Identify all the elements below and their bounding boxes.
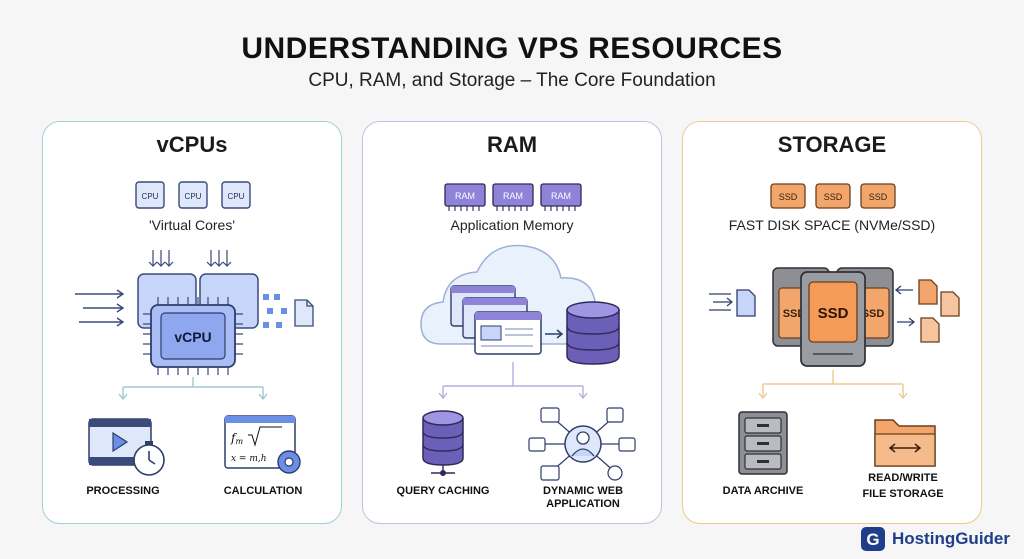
ssd-drive-stack-icon: SSD SSD SSD (772, 267, 894, 367)
ram-stick-icon: RAM (444, 183, 486, 211)
vcpu-core-label: vCPU (174, 329, 211, 345)
vcpu-panel: vCPUs CPU CPU CPU (42, 121, 342, 524)
ssd-chip-icon: SSD (815, 183, 851, 209)
vcpu-illustration: CPU CPU CPU (75, 181, 314, 476)
ram-stick-icon: RAM (540, 183, 582, 211)
transfer-arrow-icon (545, 329, 564, 339)
storage-illustration: SSD SSD SSD SSD SSD SSD (709, 183, 960, 475)
data-archive-label: DATA ARCHIVE (722, 485, 804, 497)
svg-text:SSD: SSD (869, 192, 888, 202)
folder-icon (874, 419, 936, 467)
brand-name: HostingGuider (891, 529, 1010, 548)
cpu-chip-icon: CPU (135, 181, 165, 209)
vcpu-panel-title: vCPUs (156, 132, 228, 157)
formula-line: x = m,h (231, 454, 267, 464)
processing-icon (88, 418, 165, 476)
page-subtitle: CPU, RAM, and Storage – The Core Foundat… (308, 70, 716, 91)
storage-panel: STORAGE SSD SSD SSD SSD SSD (682, 121, 982, 524)
app-window-icon (450, 285, 542, 355)
archive-cabinet-icon (738, 411, 788, 475)
processing-label: PROCESSING (86, 485, 160, 497)
brand-logo-icon: G (860, 527, 885, 551)
cpu-chip-icon: CPU (178, 181, 208, 209)
storage-caption: FAST DISK SPACE (NVMe/SSD) (728, 217, 936, 233)
ssd-chip-icon: SSD (770, 183, 806, 209)
chip-pins-icon (143, 297, 243, 375)
svg-text:SSD: SSD (824, 192, 843, 202)
storage-panel-title: STORAGE (777, 132, 887, 157)
database-icon (566, 301, 620, 365)
file-exchange-icon (894, 279, 960, 343)
ram-stick-icon: RAM (492, 183, 534, 211)
branch-connector (758, 370, 908, 400)
svg-text:SSD: SSD (783, 308, 806, 320)
output-bits-icon (263, 294, 287, 328)
query-caching-label: QUERY CACHING (396, 485, 490, 497)
query-cache-icon (422, 410, 464, 476)
web-app-network-icon (528, 407, 636, 481)
cpu-chip-label: CPU (142, 192, 159, 201)
cpu-chip-icon: CPU (221, 181, 251, 209)
branch-connector (118, 377, 268, 401)
ram-panel-title: RAM (486, 132, 538, 157)
svg-text:RAM: RAM (503, 191, 523, 201)
formula-main: fm (230, 431, 243, 446)
branch-connector (438, 362, 588, 400)
svg-text:RAM: RAM (551, 191, 571, 201)
ram-illustration: RAM RAM RAM (420, 183, 636, 481)
calculation-icon: fm x = m,h (224, 415, 301, 474)
incoming-file-icon (709, 289, 756, 317)
vcpu-caption: 'Virtual Cores' (148, 217, 235, 233)
down-arrows-icon (148, 250, 232, 267)
document-icon (294, 299, 314, 327)
ssd-chip-icon: SSD (860, 183, 896, 209)
cpu-chip-label: CPU (228, 192, 245, 201)
page-title: UNDERSTANDING VPS RESOURCES (241, 32, 783, 65)
svg-text:SSD: SSD (779, 192, 798, 202)
brand-logo: G HostingGuider (860, 525, 1010, 553)
ram-panel: RAM RAM RAM RAM (362, 121, 662, 524)
svg-text:SSD: SSD (862, 308, 885, 320)
svg-text:RAM: RAM (455, 191, 475, 201)
calculation-label: CALCULATION (223, 485, 303, 497)
svg-text:G: G (866, 530, 879, 549)
ram-caption: Application Memory (450, 217, 574, 233)
svg-text:SSD: SSD (818, 305, 849, 322)
input-arrows-icon (75, 289, 125, 327)
cpu-chip-label: CPU (185, 192, 202, 201)
